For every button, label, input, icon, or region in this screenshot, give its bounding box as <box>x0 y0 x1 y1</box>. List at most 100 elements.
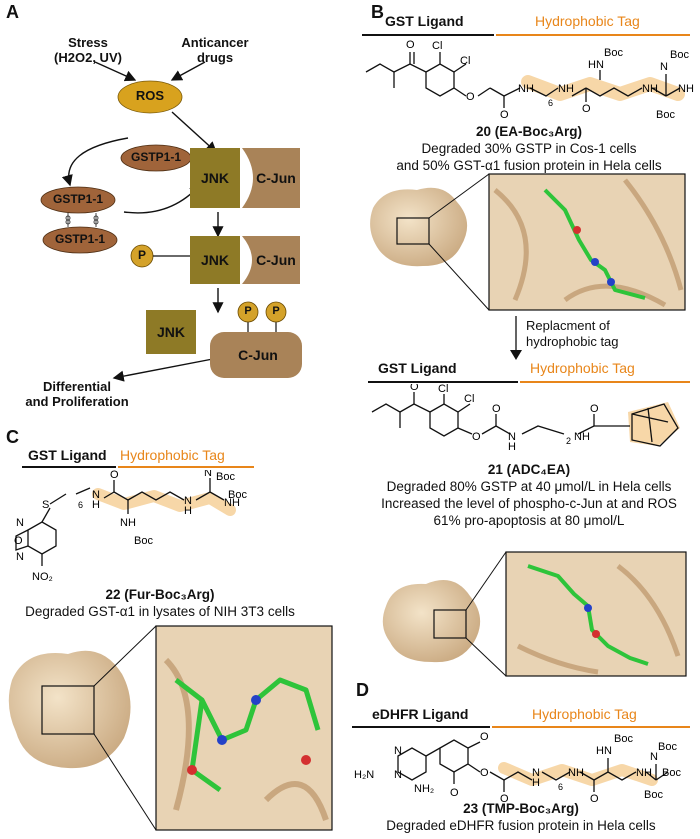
atom-o-amide: O <box>500 109 509 121</box>
atom-n-23: N <box>532 767 540 779</box>
atom-o-amide-23b: O <box>590 793 599 802</box>
tag-highlight-20 <box>521 75 685 101</box>
count-6-c: 6 <box>78 500 83 510</box>
disulfide-links <box>65 213 99 227</box>
jnk-label-3: JNK <box>156 324 185 340</box>
atom-cl-2: Cl <box>460 55 470 67</box>
atom-o-oxa: O <box>14 535 23 547</box>
amine-h2n: H₂N <box>354 769 374 781</box>
boc-22b: Boc <box>216 471 235 483</box>
compound-23-structure: H₂N N N NH₂ O O O O N H 6 NH O HN Boc NH… <box>354 731 681 802</box>
d-ligand-underline <box>352 726 490 728</box>
atom-h-21: H <box>508 441 516 453</box>
atom-s: S <box>42 499 49 511</box>
boc-22c: Boc <box>228 489 247 501</box>
arrow-ros-jnk <box>171 111 218 153</box>
d-hydrophobic-tag-title: Hydrophobic Tag <box>532 706 637 722</box>
amine-nh2: NH₂ <box>414 783 434 795</box>
jnk-label-1: JNK <box>200 170 229 186</box>
gstp1-dimer-bottom <box>42 226 118 254</box>
atom-nh-guan-22: NH <box>224 497 240 509</box>
tag-highlight-21 <box>628 402 680 446</box>
compound-21-caption: 21 (ADC₄EA) Degraded 80% GSTP at 40 μmol… <box>381 462 677 528</box>
b2-ligand-underline <box>368 381 518 383</box>
boc-22a: Boc <box>134 535 153 547</box>
c-gst-ligand-title: GST Ligand <box>28 447 107 463</box>
atom-o-amide-21b: O <box>590 403 599 415</box>
d-ligand-title: eDHFR Ligand <box>372 706 469 722</box>
atom-o-ether: O <box>466 91 475 103</box>
atom-o-methoxy-1: O <box>480 731 489 743</box>
atom-h-22b: H <box>184 505 192 517</box>
atom-nh-22: NH <box>120 517 136 529</box>
gstp1-dimer-top <box>40 186 116 214</box>
atom-n-guan: N <box>660 61 668 73</box>
panel-letter-a: A <box>6 2 19 22</box>
phospho-circle-3 <box>265 301 287 323</box>
compound-23-caption: 23 (TMP-Boc₃Arg) Degraded eDHFR fusion p… <box>386 801 656 833</box>
zoom-box-1 <box>396 217 430 245</box>
zoom-box-3 <box>41 685 95 735</box>
gstp1-bound-label: GSTP1-1 <box>130 150 181 164</box>
ros-label: ROS <box>135 88 165 103</box>
boc-1: Boc <box>604 47 623 59</box>
arrow-dimer-jnk <box>123 183 201 214</box>
ligand-stick-3 <box>174 677 321 743</box>
atom-o-amide-21: O <box>492 403 501 415</box>
atom-h-22: H <box>92 499 100 511</box>
phospho-label-3: P <box>272 305 280 317</box>
atom-nh-23: NH <box>568 767 584 779</box>
jnk-block-3 <box>146 310 196 354</box>
zoom-panel-3 <box>155 625 333 831</box>
cjun-label-3: C-Jun <box>238 347 278 363</box>
protein-render-22 <box>8 625 333 831</box>
b2-gst-ligand-title: GST Ligand <box>378 360 457 376</box>
count-6-d: 6 <box>558 782 563 792</box>
compound-21-structure: O Cl Cl O O N H 2 NH O <box>371 384 680 453</box>
panel-letter-c: C <box>6 427 19 447</box>
pathway-diagram <box>40 61 302 382</box>
atom-o-ether-23: O <box>480 767 489 779</box>
atom-nh-3: NH <box>642 83 658 95</box>
stress-label: Stress(H2O2, UV) <box>54 35 122 65</box>
atom-o-methoxy-2: O <box>450 787 459 799</box>
atom-n-22: N <box>92 489 100 501</box>
atom-o-amide-2: O <box>582 103 591 115</box>
replacement-arrow <box>510 316 522 360</box>
atom-hn-boc: HN <box>588 59 604 71</box>
atom-o-ether-21: O <box>472 431 481 443</box>
cjun-label-1: C-Jun <box>256 170 296 186</box>
b-gst-ligand-title: GST Ligand <box>385 13 464 29</box>
atom-n-oxa-1: N <box>16 517 24 529</box>
gstp1-dimer-bottom-label: GSTP1-1 <box>54 232 105 246</box>
atom-n-22b: N <box>184 495 192 507</box>
atom-n-guan-23: N <box>650 751 658 763</box>
gstp1-dimer-top-label: GSTP1-1 <box>52 192 103 206</box>
arrow-to-proliferation <box>112 357 219 382</box>
atom-o-ketone: O <box>406 39 415 51</box>
atom-n-guan-22: N <box>204 470 212 479</box>
b-hydrophobic-tag-title: Hydrophobic Tag <box>535 13 640 29</box>
arrow-gstp-dissociate <box>61 137 129 187</box>
compound-22-caption: 22 (Fur-Boc₃Arg) Degraded GST-α1 in lysa… <box>25 587 295 619</box>
jnk-block-2 <box>190 236 240 284</box>
b-ligand-underline <box>362 34 494 36</box>
atom-hn-23: HN <box>596 745 612 757</box>
cjun-block-3 <box>210 332 302 378</box>
atom-cl-21b: Cl <box>464 393 474 405</box>
atom-nh-guan-23: NH <box>636 767 652 779</box>
atom-n-21: N <box>508 431 516 443</box>
d-tag-underline <box>492 726 690 728</box>
arrow-stress-ros <box>94 61 137 82</box>
c-ligand-underline <box>22 466 116 468</box>
cjun-block-1 <box>242 148 300 208</box>
cjun-block-2 <box>242 236 300 284</box>
jnk-label-2: JNK <box>200 252 229 268</box>
boc-23d: Boc <box>644 789 663 801</box>
atom-n-oxa-2: N <box>16 551 24 563</box>
atom-nh-1: NH <box>518 83 534 95</box>
protein-render-21 <box>382 551 687 677</box>
atom-nh-21: NH <box>574 431 590 443</box>
